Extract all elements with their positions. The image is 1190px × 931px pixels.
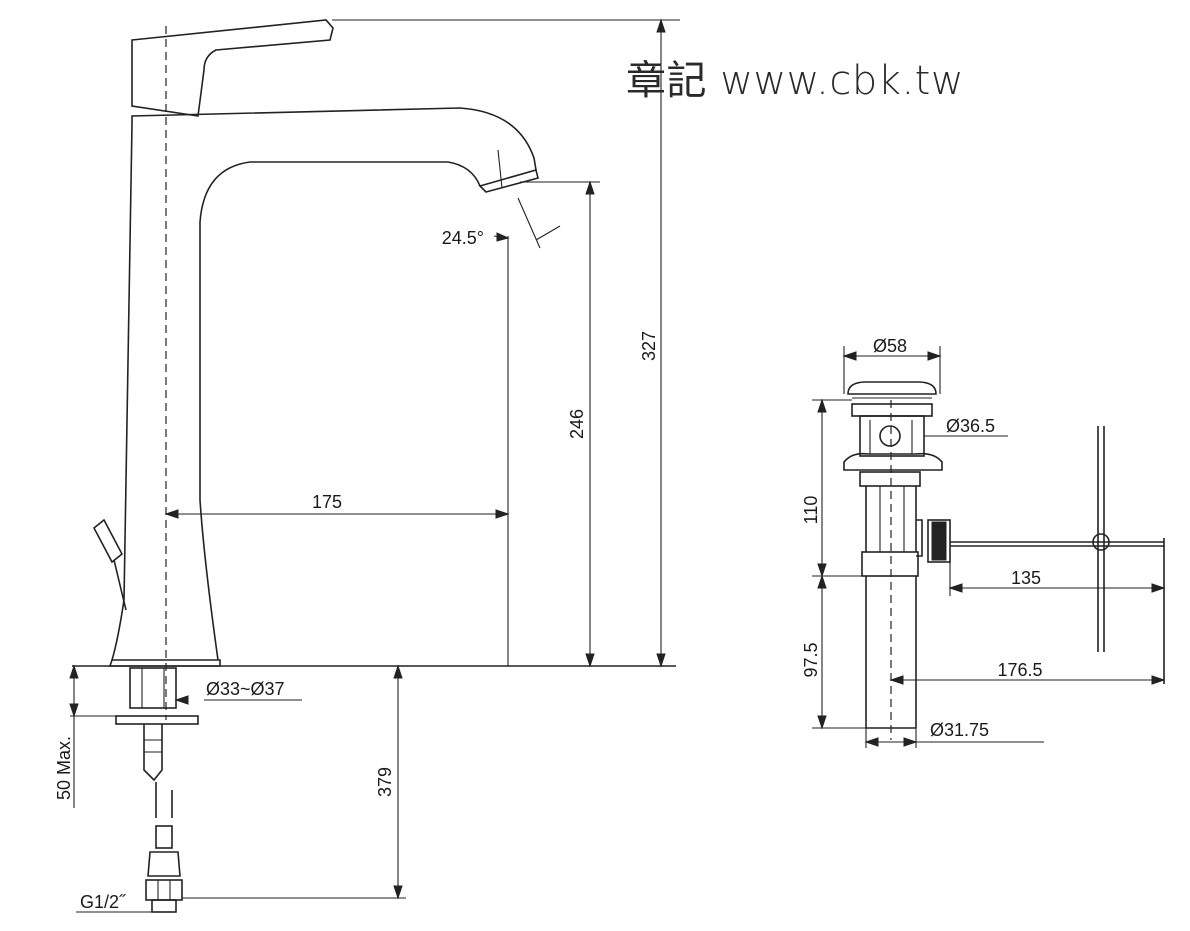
- drain-cross-hole: [879, 425, 901, 447]
- dim-deck-thickness: 50 Max.: [54, 736, 74, 800]
- faucet-popup-rod: [113, 559, 127, 611]
- dim-hole-diameter: Ø33~Ø37: [206, 679, 285, 699]
- dim-thread: G1/2˝: [80, 892, 126, 912]
- dim-spout-height: 246: [567, 409, 587, 439]
- dim-total-height: 327: [639, 331, 659, 361]
- dim-body-diameter: Ø36.5: [946, 416, 995, 436]
- drain-clevis-pivot: [1092, 533, 1110, 551]
- dim-spout-reach: 175: [312, 492, 342, 512]
- drain-locknut: [859, 471, 921, 487]
- dim-rod-length: 135: [1011, 568, 1041, 588]
- faucet-spout-bottom: [199, 161, 481, 661]
- drain-side-nut: [927, 519, 951, 563]
- dim-cap-diameter: Ø58: [873, 336, 907, 356]
- faucet-lever: [131, 19, 334, 117]
- faucet-aerator: [478, 169, 539, 193]
- watermark-text: 章記 www.cbk.tw: [626, 58, 965, 104]
- drain-cap: [847, 381, 937, 395]
- dim-rod-total: 176.5: [997, 660, 1042, 680]
- faucet-threaded-rod: [143, 724, 163, 782]
- faucet-base: [108, 659, 221, 667]
- dim-tail-diameter: Ø31.75: [930, 720, 989, 740]
- faucet-mount-plate: [115, 715, 199, 725]
- dim-hose-length: 379: [375, 767, 395, 797]
- faucet-body-left: [111, 123, 133, 661]
- dim-lower-height: 97.5: [801, 642, 821, 677]
- dim-upper-height: 110: [801, 496, 821, 525]
- faucet-hose-fitting: [145, 879, 183, 901]
- faucet-hose-nut: [147, 851, 181, 877]
- drain-flange: [843, 452, 943, 471]
- drain-drawing: Ø58 Ø36.5 110 97.5 135 176.5 Ø: [801, 336, 1166, 748]
- faucet-popup-lever: [92, 518, 124, 564]
- faucet-shank: [129, 667, 177, 709]
- faucet-hose-ferrule: [155, 825, 173, 849]
- faucet-aerator-line: [497, 149, 503, 189]
- faucet-spout-top: [131, 107, 537, 171]
- dim-spout-angle: 24.5°: [442, 228, 484, 248]
- faucet-drawing: 327 246 175 24.5° Ø33~Ø37 50 Max.: [54, 18, 680, 913]
